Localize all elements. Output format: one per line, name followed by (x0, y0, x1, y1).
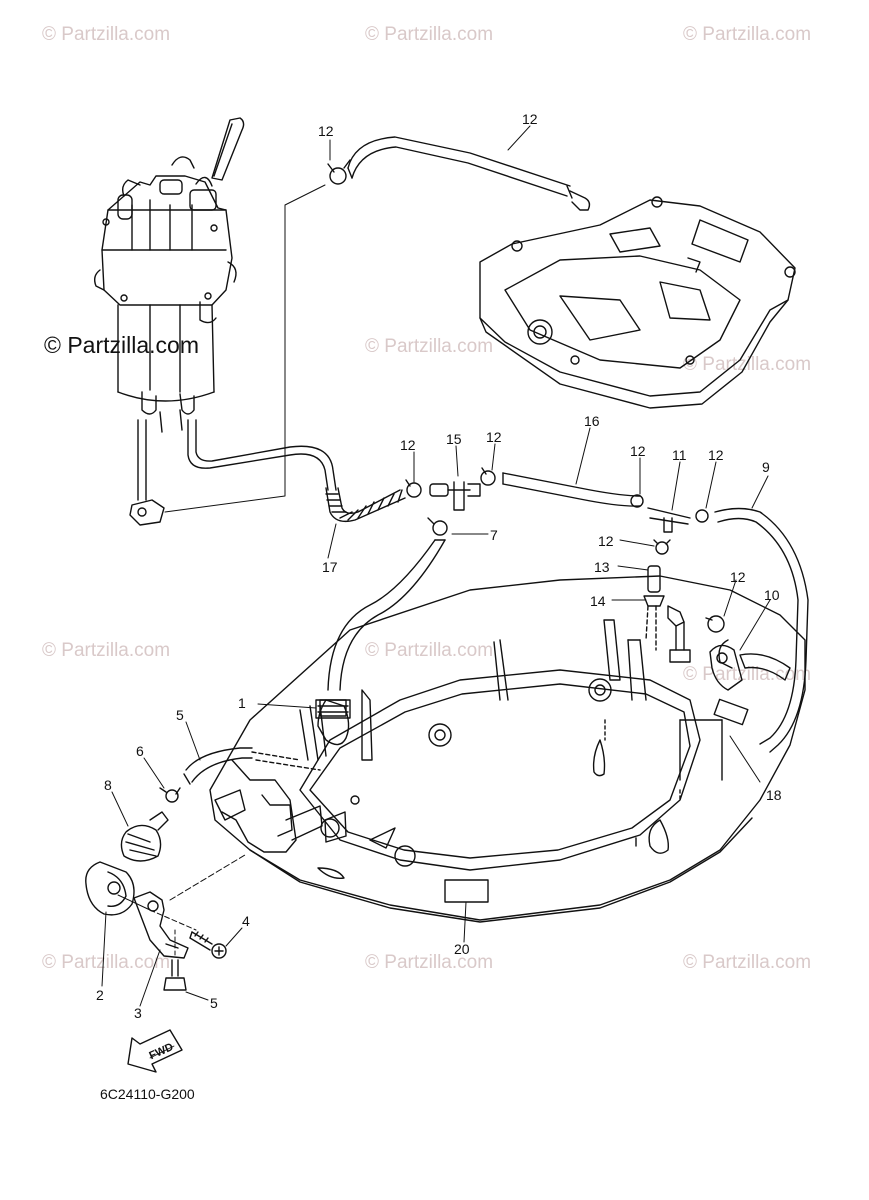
watermark: © Partzilla.com (683, 664, 812, 685)
callout: 4 (242, 913, 250, 929)
watermark: © Partzilla.com (42, 24, 171, 45)
leader-lines (101, 125, 771, 1007)
watermark: © Partzilla.com (42, 952, 171, 973)
watermark-featured: © Partzilla.com (44, 332, 199, 358)
hose-1 (327, 517, 448, 691)
callout: 20 (454, 941, 470, 957)
hose-6 (159, 747, 321, 803)
callout: 12 (522, 111, 538, 127)
callout: 6 (136, 743, 144, 759)
callout: 12 (400, 437, 416, 453)
upper-casing-plate (479, 196, 796, 409)
callout: 12 (598, 533, 614, 549)
callout: 12 (708, 447, 724, 463)
right-fittings (667, 605, 743, 691)
callout: 18 (766, 787, 782, 803)
callout: 7 (490, 527, 498, 543)
callout: 12 (486, 429, 502, 445)
diagram-code: 6C24110-G200 (100, 1086, 195, 1102)
watermark: © Partzilla.com (365, 640, 494, 661)
vapor-separator (93, 117, 245, 526)
callout: 14 (590, 593, 606, 609)
callout: 5 (210, 995, 218, 1011)
callout: 2 (96, 987, 104, 1003)
hose-18 (325, 487, 406, 523)
cover-2 (85, 861, 135, 916)
bolt-5 (163, 929, 187, 991)
fuel-hose-separator (187, 419, 337, 491)
watermark: © Partzilla.com (683, 354, 812, 375)
callout: 3 (134, 1005, 142, 1021)
callout: 12 (318, 123, 334, 139)
grommet-1 (315, 699, 351, 719)
watermark: © Partzilla.com (365, 336, 494, 357)
fwd-arrow-icon: FWD (127, 1029, 183, 1073)
bottom-cowling (209, 575, 806, 923)
watermark: © Partzilla.com (683, 952, 812, 973)
watermark: © Partzilla.com (365, 24, 494, 45)
fuel-joint-8 (120, 811, 169, 862)
bracket-3 (117, 854, 246, 959)
callout: 5 (176, 707, 184, 723)
callout: 17 (322, 559, 338, 575)
watermark: © Partzilla.com (365, 952, 494, 973)
fitting-13-14 (643, 565, 665, 651)
watermark: © Partzilla.com (42, 640, 171, 661)
hose-17 (327, 136, 591, 211)
callout-numbers: 12 12 12 15 12 16 12 11 12 9 7 17 12 13 … (96, 111, 782, 1021)
callout: 9 (762, 459, 770, 475)
callout: 10 (764, 587, 780, 603)
tee-joint (630, 494, 809, 753)
callout: 8 (104, 777, 112, 793)
screw-4 (189, 931, 227, 959)
callout: 13 (594, 559, 610, 575)
callout: 12 (730, 569, 746, 585)
callout: 12 (630, 443, 646, 459)
clip-row (405, 467, 641, 511)
callout: 1 (238, 695, 246, 711)
callout: 15 (446, 431, 462, 447)
watermark: © Partzilla.com (683, 24, 812, 45)
callout: 11 (672, 447, 687, 463)
callout: 16 (584, 413, 600, 429)
